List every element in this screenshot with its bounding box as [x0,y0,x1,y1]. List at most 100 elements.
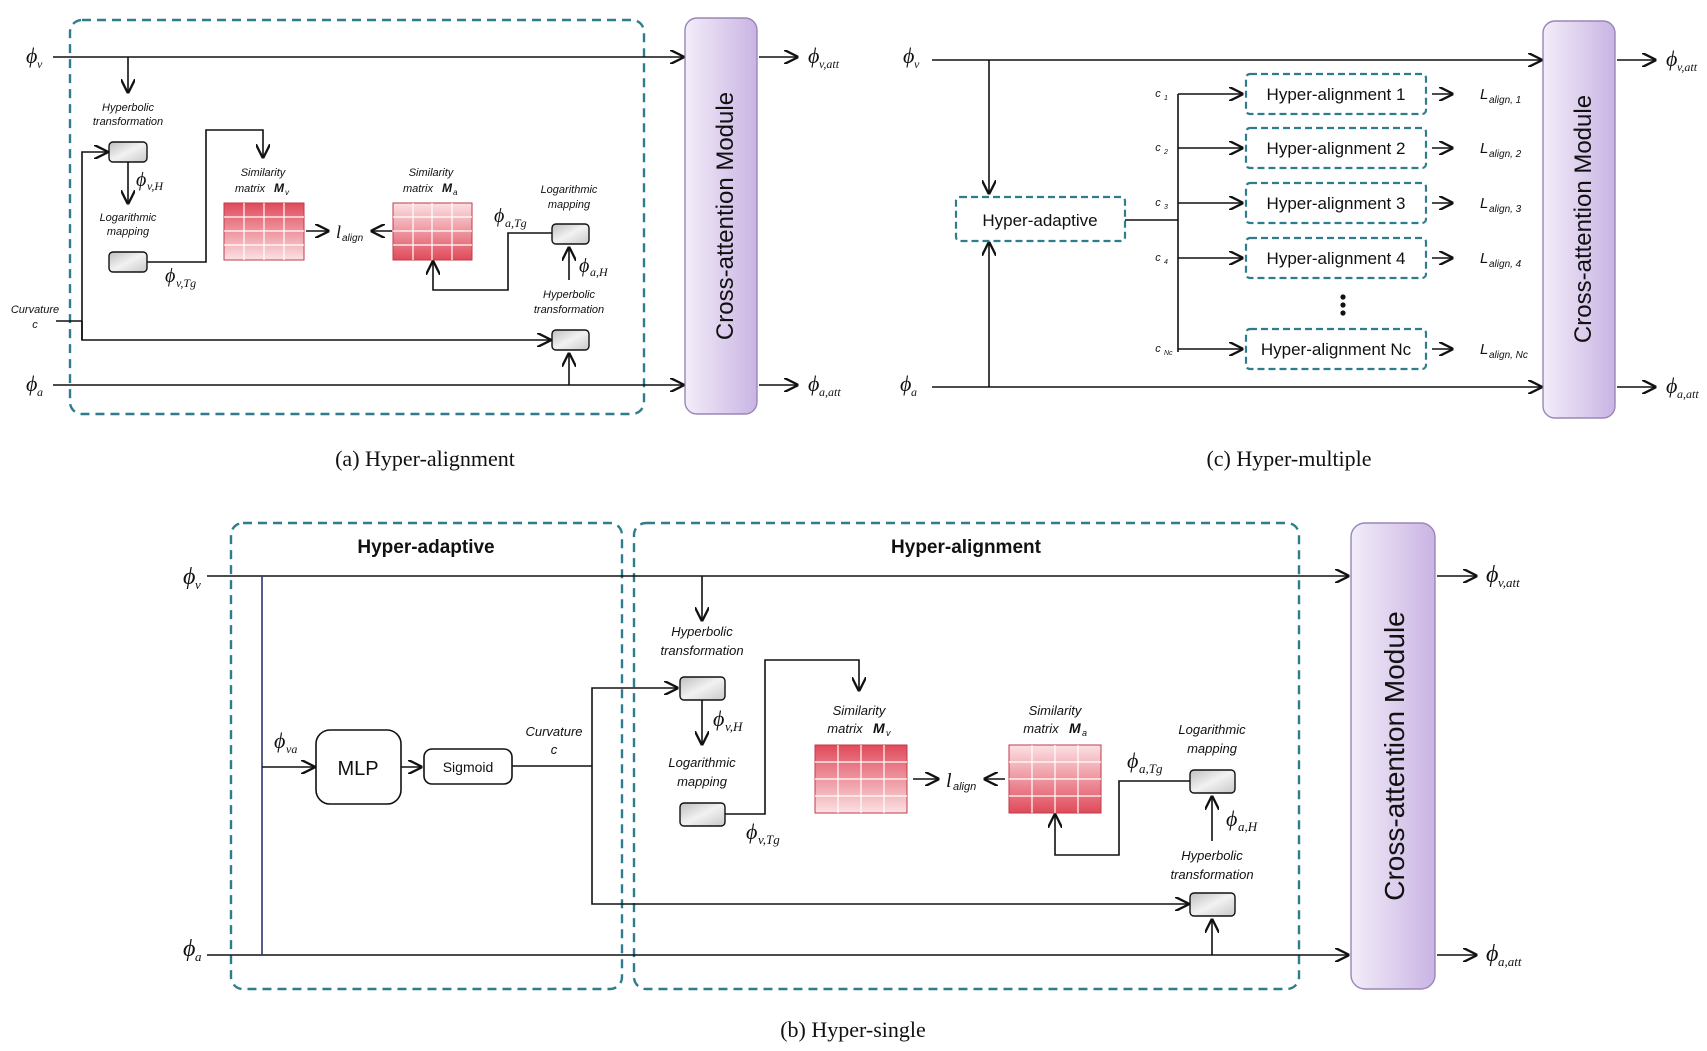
panel-b-phi-aTg-symbol: ϕ [1127,748,1138,773]
panel-b-sim-v-label-1: Similarity [833,703,887,718]
panel-c-hyper-alignment-box-5 [1244,327,1428,371]
panel-a-phi-v-symbol: ϕ [26,43,37,68]
panel-c-loss-L-1: L [1480,86,1488,103]
panel-b-phi-vTg-sub: v,Tg [758,832,780,847]
panel-a-curvature-to-chip-a [81,321,550,340]
panel-b-cross-attention-module [1350,522,1436,990]
panel-b-sigmoid-label: Sigmoid [443,759,494,775]
panel-c-hyper-alignment-box-3 [1244,181,1428,225]
panel-a-hyperbolic-a-label-1: Hyperbolic [543,289,595,301]
panel-b-sim-a-sub: a [1082,728,1087,738]
panel-a-similarity-matrix-a [392,202,473,261]
panel-a-phi-a-sub: a [37,385,43,399]
panel-b-phi-a-sub: a [195,949,202,964]
panel-a-sim-a-label-1: Similarity [409,167,455,179]
panel-a-phi-a-symbol: ϕ [26,371,37,396]
panel-b-phi-v-sub: v [195,577,201,592]
panel-b-sim-v-sub: v [886,728,891,738]
panel-a-phi-v-sub: v [37,57,43,71]
panel-b-sim-a-M: M [1069,720,1081,736]
panel-b-phi-va-sub: va [286,742,297,756]
panel-a-phi-aH-sub: a,H [590,265,609,279]
panel-c-caption: (c) Hyper-multiple [1206,446,1371,471]
panel-b-hyper-alignment-frame [632,521,1301,991]
panel-a-phi-aH-symbol: ϕ [579,255,589,277]
panel-a-curvature-label: Curvature [11,304,59,316]
panel-a-logarithmic-a-label-2: mapping [548,199,591,211]
panel-b-curvature-c: c [551,742,558,757]
panel-b-sim-a-label-1: Similarity [1029,703,1083,718]
panel-b-sim-v-M: M [873,720,885,736]
panel-a-l-align: l [336,222,341,242]
panel-a-hyperbolic-a-label-2: transformation [534,304,604,316]
panel-b-similarity-matrix-a [1008,744,1102,814]
panel-c-c-label-1: c [1155,88,1161,100]
panel-b-hyperbolic-chip-v [679,676,726,701]
panel-c-hyper-alignment-box-1 [1244,72,1428,116]
panel-c-loss-L-4: L [1480,250,1488,267]
panel-b-curvature-to-chip-v [591,688,677,766]
panel-c-hyper-alignment-label-4: Hyper-alignment 4 [1267,249,1406,268]
panel-b-phi-vTg-symbol: ϕ [746,819,757,844]
panel-b-phi-aTg-sub: a,Tg [1139,761,1163,776]
panel-a-logarithmic-chip-a [551,223,590,245]
panel-b-hyper-adaptive-title: Hyper-adaptive [357,537,494,558]
panel-c-phi-a-att-symbol: ϕ [1666,373,1677,398]
panel-a-sim-v-sub: v [285,188,290,197]
panel-a-sim-a-label-2: matrix [403,183,433,195]
panel-a-hyperbolic-label-2: transformation [93,116,163,128]
panel-a-curvature-to-chip-v [81,152,107,340]
panel-a-logarithmic-a-label-1: Logarithmic [541,184,598,196]
panel-b-hyperbolic-label-1: Hyperbolic [671,624,733,639]
panel-b-hyperbolic-a-label-1: Hyperbolic [1181,848,1243,863]
panel-c-phi-a-symbol: ϕ [900,371,911,396]
panel-b-l-align-sub: align [953,781,976,793]
panel-c-loss-L-3: L [1480,195,1488,212]
panel-c-phi-a-sub: a [911,385,917,399]
panel-a-l-align-sub: align [342,233,364,244]
panel-a-phi-a-att-symbol: ϕ [808,371,819,396]
panel-a-cross-attention-module [684,17,758,415]
panel-b-curvature-to-chip-a [591,766,1188,904]
panel-a-phi-aTg-symbol: ϕ [494,205,504,227]
panel-c-hyper-alignment-box-2 [1244,126,1428,170]
panel-c-hyper-adaptive-label: Hyper-adaptive [982,211,1097,230]
panel-a-hyperbolic-chip-a [551,329,590,351]
panel-b-phi-v-symbol: ϕ [183,564,195,590]
panel-a-to-sim-a-arrow [433,232,552,291]
panel-c-hyper-alignment-label-2: Hyper-alignment 2 [1267,139,1406,158]
panel-b-to-sim-a-arrow [1055,780,1190,856]
panel-c-cross-attention-label: Cross-attention Module [1570,95,1597,343]
panel-b-to-sim-v-arrow [725,659,859,815]
panel-c-phi-v-att-symbol: ϕ [1666,46,1677,71]
panel-b-hyperbolic-chip-a [1189,892,1236,917]
panel-b-cross-attention-label: Cross-attention Module [1379,611,1410,900]
panel-b-logarithmic-label-1: Logarithmic [668,755,736,770]
panel-a-phi-a-att-sub: a,att [819,385,841,399]
panel-b-l-align: l [946,770,952,792]
panel-c-loss-L-5: L [1480,341,1488,358]
panel-b-logarithmic-a-label-2: mapping [1187,741,1238,756]
panel-c-ellipsis-icon [1340,294,1346,316]
panel-c-cross-attention-module [1542,20,1616,419]
panel-b-phi-vH-sub: v,H [725,719,743,734]
panel-a-phi-aTg-sub: a,Tg [505,216,527,230]
panel-b-sim-a-label-2: matrix [1023,721,1059,736]
panel-c-phi-a-att-sub: a,att [1677,387,1699,401]
panel-c-c-label-4: c [1155,252,1161,264]
panel-a-sim-v-M: M [274,181,285,195]
panel-b-caption: (b) Hyper-single [780,1017,926,1042]
panel-a-phi-vH-symbol: ϕ [136,169,146,191]
panel-a-phi-v-att-sub: v,att [819,57,840,71]
panel-a-sim-a-M: M [442,181,453,195]
panel-b-hyper-alignment-title: Hyper-alignment [891,537,1042,558]
panel-c-hyper-alignment-label-3: Hyper-alignment 3 [1267,194,1406,213]
panel-b-phi-va-symbol: ϕ [274,728,285,753]
panel-a-hyperbolic-chip-v [108,141,148,163]
panel-c-hyper-alignment-label-1: Hyper-alignment 1 [1267,85,1406,104]
panel-a-caption: (a) Hyper-alignment [335,446,515,471]
panel-b: Hyper-adaptive Hyper-alignment Cross-att… [183,521,1522,1042]
